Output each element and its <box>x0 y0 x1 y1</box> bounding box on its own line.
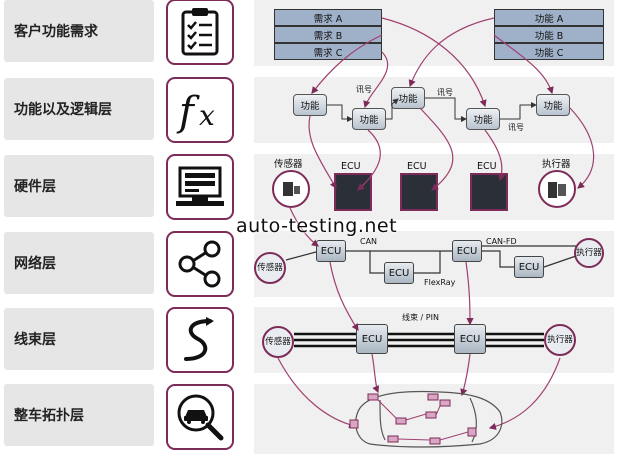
wire-harness-icon <box>166 307 234 373</box>
hardware-ecu-label-2: ECU <box>407 161 427 172</box>
hardware-actuator-image <box>538 170 576 208</box>
network-can-fd-label: CAN-FD <box>486 237 517 246</box>
layer-label-function-logic: 功能以及逻辑层 <box>4 78 154 140</box>
layer-label-customer-requirements: 客户功能需求 <box>4 0 154 62</box>
requirement-a: 需求 A <box>274 9 382 26</box>
svg-text:x: x <box>199 99 215 132</box>
logic-function-4: 功能 <box>466 108 500 130</box>
harness-sensor-node: 传感器 <box>262 326 294 358</box>
watermark: auto-testing.net <box>236 215 398 237</box>
layer-label-network: 网络层 <box>4 232 154 294</box>
requirement-c: 需求 C <box>274 43 382 60</box>
network-can-label: CAN <box>360 237 378 246</box>
network-ecu-2: ECU <box>384 262 414 284</box>
network-flexray-label: FlexRay <box>424 278 456 287</box>
hardware-ecu-label-1: ECU <box>341 161 361 172</box>
harness-wire-pin-label: 线束 / PIN <box>402 313 439 322</box>
hardware-sensor-label: 传感器 <box>274 159 303 170</box>
function-fx-icon: f x <box>166 77 234 143</box>
network-sensor-node: 传感器 <box>254 252 286 284</box>
harness-ecu-1: ECU <box>356 324 388 354</box>
network-ecu-4: ECU <box>514 256 544 278</box>
layer-label-harness: 线束层 <box>4 308 154 370</box>
function-b: 功能 B <box>494 26 604 43</box>
signal-label-1: 讯号 <box>356 85 372 94</box>
hardware-sensor-image <box>272 170 310 208</box>
network-ecu-3: ECU <box>452 240 482 262</box>
layer-label-vehicle-topology: 整车拓扑层 <box>4 384 154 446</box>
network-actuator-node: 执行器 <box>574 238 604 268</box>
hardware-ecu-image-2 <box>400 173 438 211</box>
clipboard-checklist-icon <box>166 0 234 65</box>
harness-actuator-node: 执行器 <box>544 324 576 356</box>
signal-label-2: 讯号 <box>437 88 453 97</box>
hardware-actuator-label: 执行器 <box>542 159 571 170</box>
network-share-icon <box>166 231 234 297</box>
network-ecu-1: ECU <box>316 240 346 262</box>
harness-ecu-2: ECU <box>454 324 486 354</box>
panel-vehicle <box>254 384 614 454</box>
requirement-b: 需求 B <box>274 26 382 43</box>
function-a: 功能 A <box>494 9 604 26</box>
hardware-ecu-image-3 <box>470 173 508 211</box>
hardware-ecu-image-1 <box>334 173 372 211</box>
function-c: 功能 C <box>494 43 604 60</box>
svg-text:f: f <box>176 89 200 135</box>
logic-function-2: 功能 <box>352 108 386 130</box>
logic-function-3: 功能 <box>391 87 425 109</box>
car-magnifier-icon <box>166 384 234 450</box>
hardware-ecu-label-3: ECU <box>477 161 497 172</box>
logic-function-1: 功能 <box>293 94 327 116</box>
signal-label-3: 讯号 <box>508 123 524 132</box>
layer-label-hardware: 硬件层 <box>4 155 154 217</box>
server-monitor-icon <box>166 154 234 220</box>
panel-network <box>254 231 614 297</box>
logic-function-5: 功能 <box>536 94 570 116</box>
